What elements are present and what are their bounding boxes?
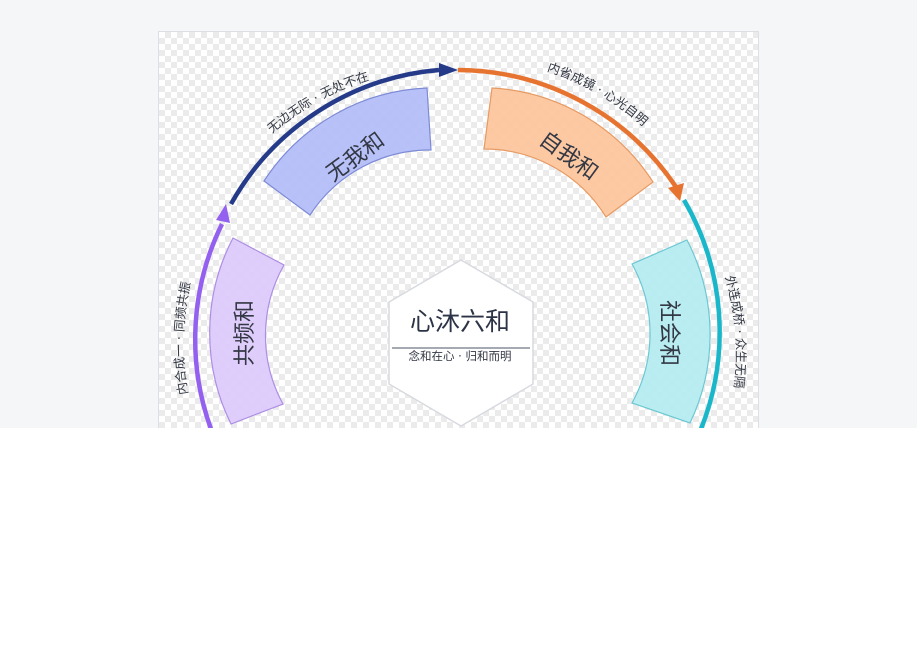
center-title: 心沐六和: [410, 307, 510, 336]
ring-arc-ziwo: [457, 67, 684, 201]
arrowhead-navy: [439, 63, 458, 77]
center-subtitle: 念和在心 · 归和而明: [409, 349, 512, 363]
segment-wuwo[interactable]: [263, 87, 432, 216]
arc-label-shehui: 外连成桥 · 众生无隔: [722, 274, 748, 389]
arc-line-orange: [457, 67, 678, 189]
arc-line-navy: [229, 67, 440, 206]
ring-arc-wuwo: [229, 63, 458, 206]
arrowhead-orange: [668, 183, 684, 201]
arc-line-cyan: [682, 198, 722, 428]
segment-label-gongpin: 共频和: [233, 300, 258, 366]
diagram-canvas: 无边无际 · 无处不在 内省成镜 · 心光自明 内合成一 · 同频共振 外连成桥…: [158, 31, 759, 428]
ring-arc-shehui: [682, 198, 722, 428]
segment-ziwo[interactable]: [483, 87, 654, 218]
segment-gongpin[interactable]: [209, 237, 285, 425]
arc-line-purple: [192, 223, 225, 428]
arc-label-gongpin: 内合成一 · 同频共振: [171, 280, 193, 396]
segment-shehui[interactable]: [631, 239, 711, 424]
center-hexagon[interactable]: [388, 259, 534, 427]
empty-area: [0, 428, 917, 660]
segment-label-shehui: 社会和: [656, 300, 681, 366]
ring-arc-gongpin: [192, 204, 230, 428]
arrowhead-purple: [216, 204, 230, 223]
